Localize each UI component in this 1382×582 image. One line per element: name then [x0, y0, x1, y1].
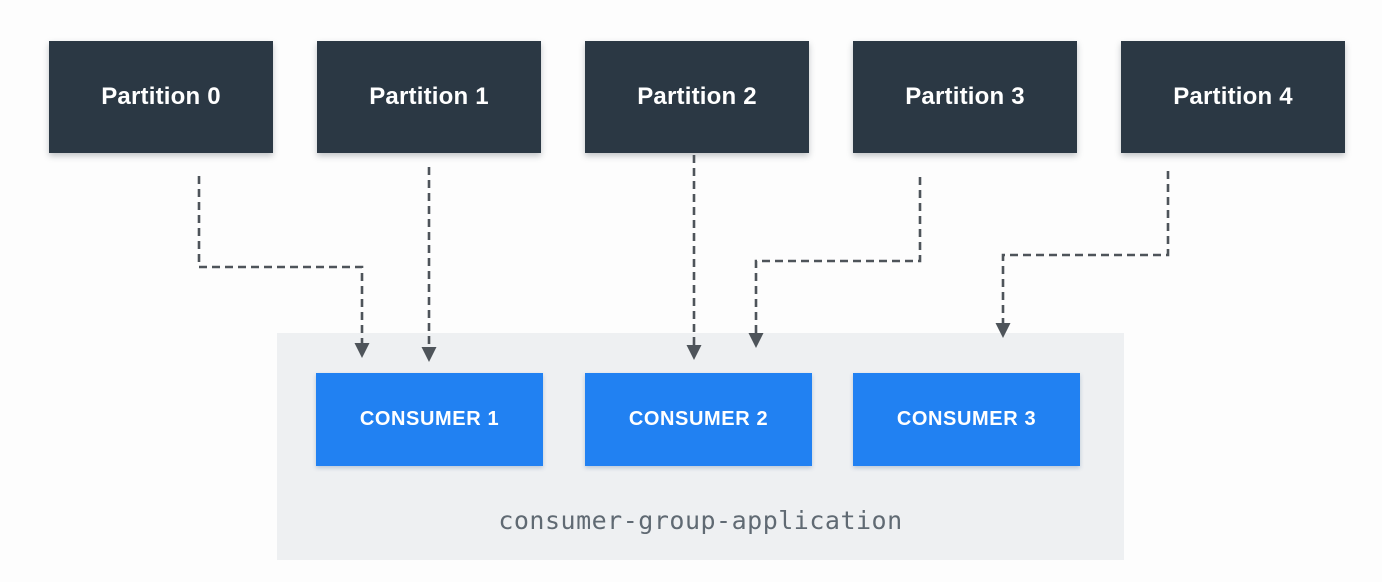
consumer-label-2: CONSUMER 2 — [628, 408, 769, 430]
consumer-box-2: CONSUMER 2 — [585, 373, 812, 466]
arrow-partition0-consumer1 — [197, 176, 364, 343]
partition-label-3: Partition 3 — [905, 83, 1025, 110]
partition-label-1: Partition 1 — [369, 83, 489, 110]
partition-box-3: Partition 3 — [853, 41, 1077, 153]
consumer-label-1: CONSUMER 1 — [359, 408, 500, 430]
arrow-partition4-consumer3 — [1001, 171, 1170, 323]
partition-box-4: Partition 4 — [1121, 41, 1345, 153]
partition-box-2: Partition 2 — [585, 41, 809, 153]
partition-label-2: Partition 2 — [637, 83, 757, 110]
consumer-box-3: CONSUMER 3 — [853, 373, 1080, 466]
consumer-group-label: consumer-group-application — [498, 506, 903, 535]
partition-label-4: Partition 4 — [1173, 83, 1293, 110]
partition-box-1: Partition 1 — [317, 41, 541, 153]
arrow-partition3-consumer2 — [754, 177, 922, 333]
partition-box-0: Partition 0 — [49, 41, 273, 153]
consumer-box-1: CONSUMER 1 — [316, 373, 543, 466]
partition-label-0: Partition 0 — [101, 83, 221, 110]
consumer-label-3: CONSUMER 3 — [896, 408, 1037, 430]
